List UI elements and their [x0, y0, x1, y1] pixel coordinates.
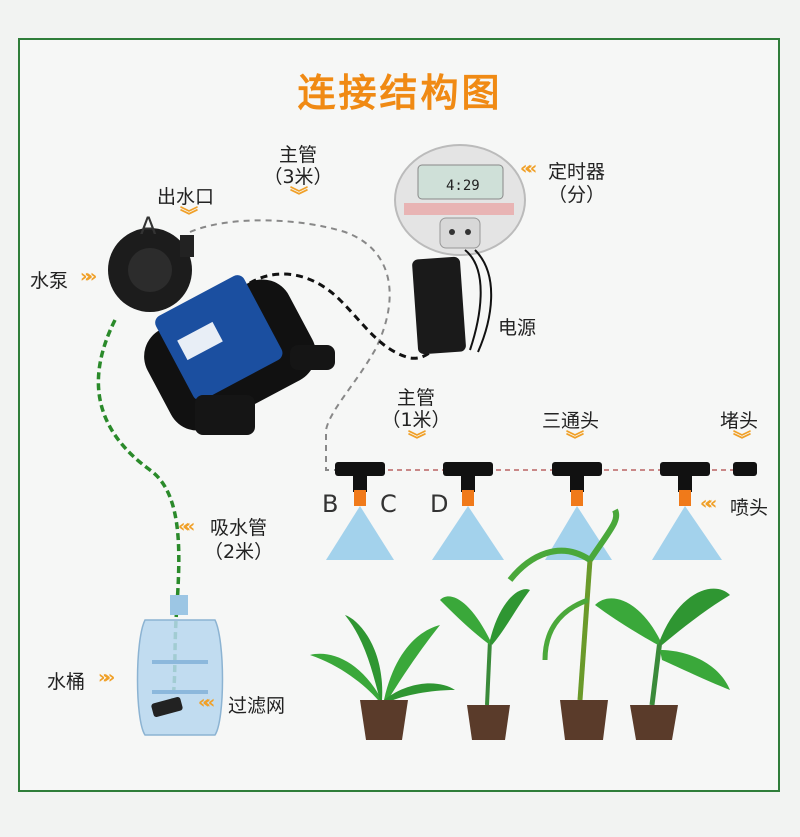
plant-1: [310, 615, 455, 740]
nozzle-4: [652, 462, 722, 560]
timer-icon: [394, 144, 526, 256]
label-pump: 水泵: [30, 270, 69, 292]
timer-display: 4:29: [446, 178, 480, 194]
nozzle-b: [326, 462, 394, 560]
chevron-left-icon: ««: [520, 158, 537, 179]
bucket-icon: [136, 595, 224, 736]
chevron-left-icon: ««: [178, 516, 195, 537]
label-main-pipe-top: 主管: [278, 144, 317, 166]
chevron-left-icon: ««: [198, 692, 215, 713]
label-nozzle: 喷头: [730, 497, 769, 519]
label-bucket: 水桶: [47, 671, 86, 693]
label-filter: 过滤网: [228, 695, 286, 717]
label-point-c: C: [380, 490, 397, 518]
label-point-d: D: [430, 490, 449, 518]
chevron-down-icon: ︾: [290, 186, 308, 207]
plant-4: [595, 588, 730, 740]
chevron-right-icon: »»: [80, 266, 97, 287]
label-outlet: 出水口: [157, 186, 215, 208]
label-suction-pipe-length: （2米）: [204, 541, 274, 563]
chevron-down-icon: ︾: [408, 430, 426, 451]
nozzle-d: [432, 462, 504, 560]
chevron-down-icon: ︾: [733, 430, 751, 451]
label-main-pipe-mid-length: （1米）: [381, 409, 451, 431]
chevron-down-icon: ︾: [180, 206, 198, 227]
plant-2: [440, 589, 530, 740]
label-main-pipe-mid: 主管: [396, 387, 435, 409]
chevron-left-icon: ««: [700, 493, 717, 514]
label-main-pipe-top-length: （3米）: [263, 166, 333, 188]
label-plug: 堵头: [720, 410, 759, 432]
label-point-a: A: [140, 212, 157, 240]
label-timer-unit: （分）: [548, 184, 606, 206]
power-adapter-icon: [412, 249, 493, 355]
filter-icon: [151, 697, 183, 717]
power-cable: [239, 272, 441, 360]
plant-3: [507, 508, 620, 740]
label-tee: 三通头: [542, 410, 600, 432]
chevron-right-icon: »»: [98, 667, 115, 688]
label-suction-pipe: 吸水管: [210, 517, 268, 539]
nozzle-3: [545, 462, 612, 560]
end-plug-icon: [733, 462, 757, 476]
label-point-b: B: [322, 490, 339, 518]
plant-icon: [310, 508, 730, 740]
tee-connector-icon: [326, 462, 722, 560]
label-power: 电源: [498, 317, 537, 339]
label-timer: 定时器: [548, 161, 606, 183]
pump-icon: [108, 228, 335, 435]
page-title: 连接结构图: [297, 71, 503, 115]
chevron-down-icon: ︾: [566, 430, 584, 451]
